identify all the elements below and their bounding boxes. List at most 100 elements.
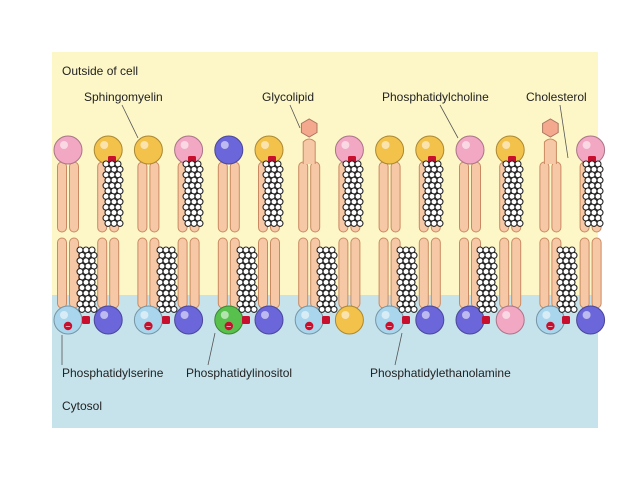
cholesterol-label: Cholesterol [526, 90, 587, 104]
sphingomyelin-label: Sphingomyelin [84, 90, 163, 104]
fatty-acid-tail [57, 237, 67, 309]
lipid-bilayer: −−−−−− [53, 118, 606, 335]
head-highlight [261, 311, 269, 319]
head-highlight [261, 141, 269, 149]
head-highlight [60, 141, 68, 149]
negative-charge-symbol: − [306, 323, 312, 331]
head-highlight [341, 141, 350, 149]
inner-phosphatidylethanolamine-head [174, 305, 204, 335]
inner-cholesterol-ring-system [396, 246, 418, 313]
cholesterol-leader [559, 104, 569, 159]
head-highlight [341, 311, 350, 319]
head-highlight [180, 311, 189, 319]
negative-charge [224, 321, 233, 331]
negative-charge [63, 321, 73, 331]
inner-cholesterol-head [402, 316, 410, 324]
fatty-acid-tail [149, 161, 160, 233]
fatty-acid-tail [378, 161, 389, 233]
cytosol-label: Cytosol [62, 399, 102, 413]
fatty-acid-tail [69, 161, 79, 233]
head-highlight [462, 311, 470, 319]
head-highlight [220, 141, 229, 149]
negative-charge-symbol: − [547, 323, 553, 331]
head-highlight [220, 311, 229, 319]
fatty-acid-tail [511, 237, 522, 309]
outer-glycolipid-stem [302, 138, 316, 164]
inner-cholesterol-ring-system [556, 246, 578, 313]
fatty-acid-tail [499, 237, 510, 309]
inner-cholesterol-ring-system [476, 246, 498, 313]
fatty-acid-tail [270, 237, 280, 309]
outer-cholesterol-ring-system [422, 160, 444, 227]
glycolipid-label: Glycolipid [262, 90, 314, 104]
outer-phosphatidylcholine-head [455, 135, 485, 165]
inner-cholesterol-ring-system [76, 246, 98, 313]
fatty-acid-tail [350, 237, 361, 309]
inner-cholesterol-ring-system [316, 246, 338, 313]
sphingomyelin-leader [121, 104, 139, 139]
outside-of-cell-label: Outside of cell [62, 64, 138, 78]
outer-glycolipid-sugar [300, 118, 318, 138]
outer-cholesterol-ring-system [342, 160, 364, 227]
negative-charge [546, 321, 555, 331]
fatty-acid-tail [459, 161, 469, 233]
head-highlight [421, 311, 430, 319]
fatty-acid-tail [390, 161, 401, 233]
inner-cholesterol-head [482, 316, 490, 324]
fatty-acid-tail [109, 237, 120, 309]
inner-phosphatidylethanolamine-head [415, 305, 445, 335]
fatty-acid-tail [459, 237, 469, 309]
outer-cholesterol-ring-system [502, 160, 524, 227]
head-highlight [301, 311, 310, 319]
inner-cholesterol-head [242, 316, 250, 324]
outer-phosphatidylethanolamine-head [214, 135, 244, 165]
negative-charge-symbol: − [145, 323, 151, 331]
negative-charge [305, 321, 314, 331]
head-highlight [502, 141, 511, 149]
fatty-acid-tail [539, 161, 550, 233]
fatty-acid-tail [430, 237, 441, 309]
negative-charge-symbol: − [387, 323, 393, 331]
head-highlight [100, 311, 109, 319]
head-highlight [462, 141, 470, 149]
inner-sphingomyelin-head [334, 305, 364, 335]
negative-charge-symbol: − [65, 323, 71, 331]
inner-phosphatidylethanolamine-head [254, 305, 284, 335]
head-highlight [381, 311, 390, 319]
fatty-acid-tail [471, 161, 481, 233]
inner-cholesterol-head [82, 316, 90, 324]
fatty-acid-tail [579, 237, 590, 309]
inner-cholesterol-ring-system [156, 246, 178, 313]
fatty-acid-tail [418, 237, 429, 309]
negative-charge [385, 321, 394, 331]
glycolipid-leader [289, 104, 301, 129]
fatty-acid-tail [217, 161, 228, 233]
inner-cholesterol-head [322, 316, 330, 324]
outer-glycolipid-sugar [542, 118, 559, 138]
label-leader-lines [61, 104, 569, 366]
phosphatidylcholine-label: Phosphatidylcholine [382, 90, 489, 104]
fatty-acid-tail [298, 237, 309, 309]
outer-sphingomyelin-head [133, 135, 163, 165]
fatty-acid-tail [310, 161, 321, 233]
fatty-acid-tail [298, 161, 309, 233]
head-highlight [582, 311, 591, 319]
head-highlight [582, 141, 591, 149]
inner-cholesterol-head [562, 316, 570, 324]
fatty-acid-tail [338, 237, 349, 309]
outer-glycolipid-stem [543, 138, 557, 164]
phosphatidylethanolamine-leader [394, 332, 403, 366]
head-highlight [421, 141, 430, 149]
negative-charge [144, 321, 153, 331]
fatty-acid-tail [258, 237, 268, 309]
inner-phosphatidylethanolamine-head [576, 305, 606, 335]
outer-sphingomyelin-head [375, 135, 405, 165]
fatty-acid-tail [137, 237, 148, 309]
inner-phosphatidylethanolamine-head [93, 305, 123, 335]
phosphatidylcholine-leader [439, 104, 459, 139]
phosphatidylethanolamine-label: Phosphatidylethanolamine [370, 366, 511, 380]
negative-charge-symbol: − [226, 323, 232, 331]
head-highlight [542, 311, 551, 319]
phosphatidylinositol-leader [207, 332, 216, 366]
fatty-acid-tail [551, 161, 562, 233]
